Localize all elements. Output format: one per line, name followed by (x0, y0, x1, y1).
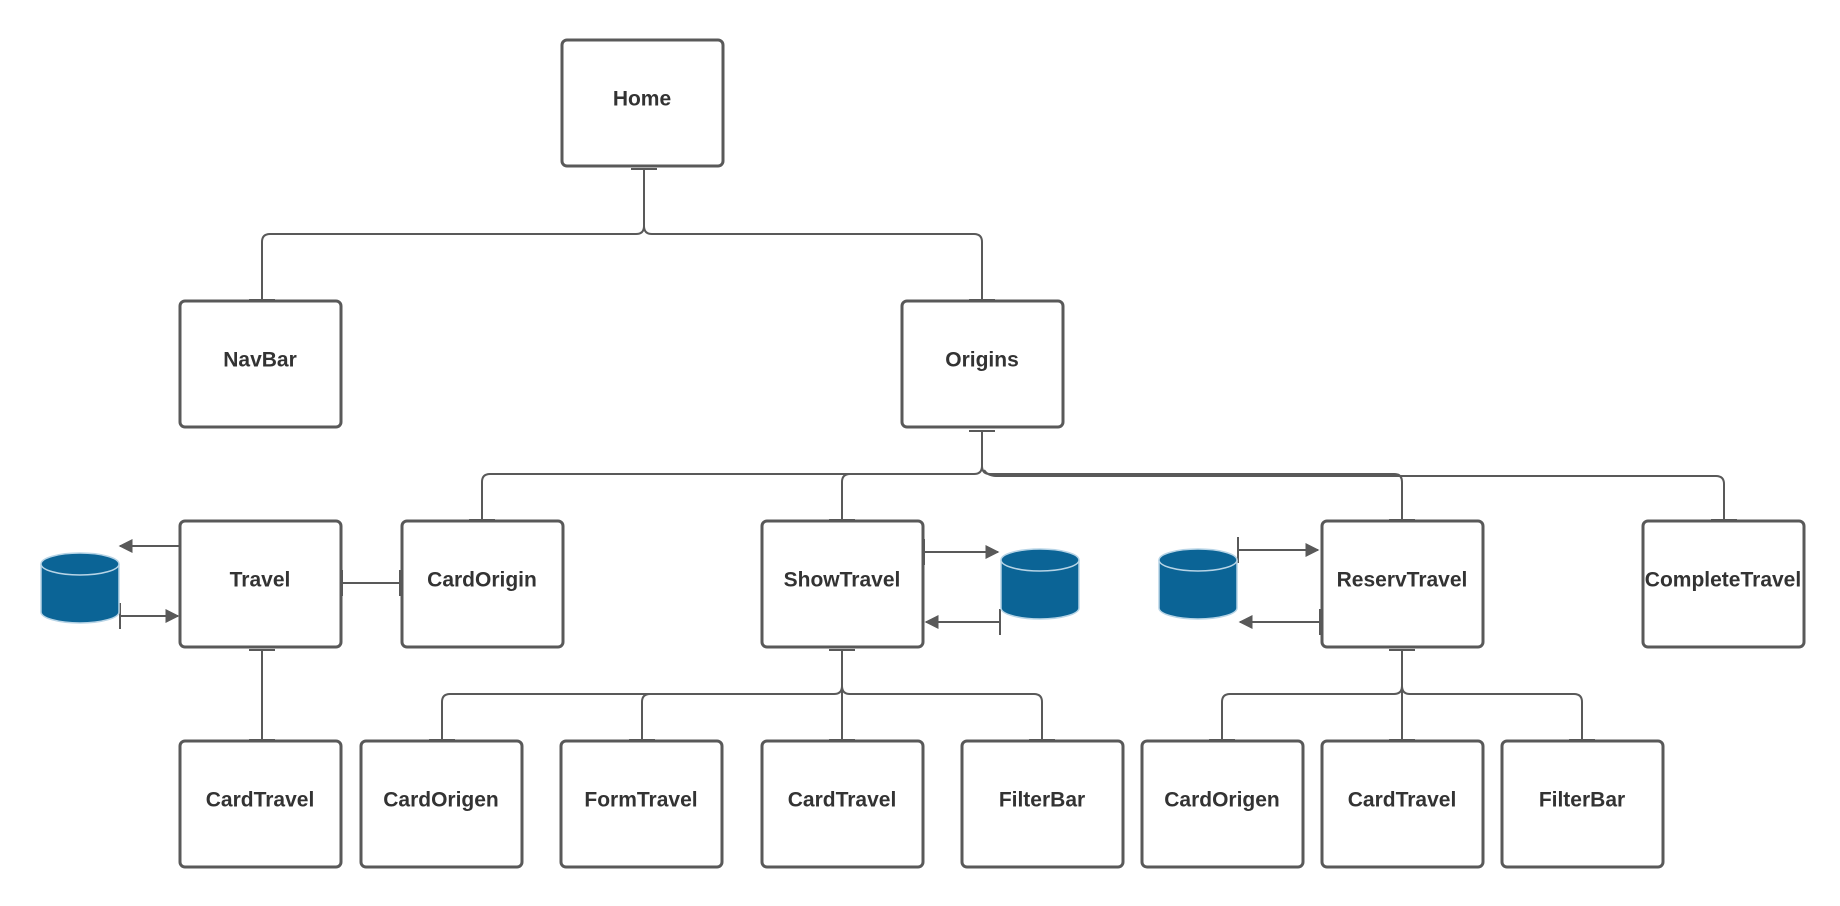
connector-origins-showtravel (841, 473, 851, 520)
database-icon (40, 552, 120, 624)
node-reserv-card-origen: CardOrigen (1140, 739, 1305, 869)
node-label-show-filter-bar: FilterBar (999, 789, 1085, 812)
node-reserv-filter-bar: FilterBar (1500, 739, 1665, 869)
connector-home-origins (643, 225, 983, 300)
node-label-show-form-travel: FormTravel (584, 789, 697, 812)
node-reserv-travel: ReservTravel (1320, 519, 1485, 649)
node-label-card-origin: CardOrigin (427, 569, 537, 592)
node-show-filter-bar: FilterBar (960, 739, 1125, 869)
connector-reservtravel-filterbar (1401, 685, 1583, 740)
node-origins: Origins (900, 299, 1065, 429)
connector-showtravel-filterbar (841, 685, 1043, 740)
node-show-travel: ShowTravel (760, 519, 925, 649)
database-icon (1158, 548, 1238, 620)
node-label-reserv-filter-bar: FilterBar (1539, 789, 1625, 812)
node-label-navbar: NavBar (223, 349, 297, 372)
node-label-travel: Travel (230, 569, 291, 592)
node-reserv-card-travel: CardTravel (1320, 739, 1485, 869)
node-travel-card-travel: CardTravel (178, 739, 343, 869)
connector-reservtravel-cardorigen (1221, 650, 1403, 740)
connector-origins-reservtravel (981, 465, 1403, 520)
connectors (118, 168, 1737, 741)
database-icon (1000, 548, 1080, 620)
node-home: Home (560, 38, 725, 168)
node-label-travel-card-travel: CardTravel (206, 789, 315, 812)
node-label-reserv-card-origen: CardOrigen (1164, 789, 1280, 812)
node-show-form-travel: FormTravel (559, 739, 724, 869)
node-show-card-travel: CardTravel (760, 739, 925, 869)
connector-origins-completetravel (983, 469, 1725, 520)
node-label-reserv-card-travel: CardTravel (1348, 789, 1457, 812)
node-label-complete-travel: CompleteTravel (1645, 569, 1801, 592)
connector-home-navbar (261, 168, 645, 300)
node-navbar: NavBar (178, 299, 343, 429)
node-label-show-travel: ShowTravel (784, 569, 901, 592)
node-label-home: Home (613, 88, 671, 111)
node-show-card-origen: CardOrigen (359, 739, 524, 869)
node-label-show-card-travel: CardTravel (788, 789, 897, 812)
node-card-origin: CardOrigin (400, 519, 565, 649)
connector-origins-cardorigin (481, 430, 983, 520)
node-travel: Travel (178, 519, 343, 649)
node-label-origins: Origins (945, 349, 1019, 372)
node-label-show-card-origen: CardOrigen (383, 789, 499, 812)
connector-showtravel-formtravel (641, 693, 651, 740)
node-label-reserv-travel: ReservTravel (1337, 569, 1468, 592)
node-complete-travel: CompleteTravel (1641, 519, 1806, 649)
